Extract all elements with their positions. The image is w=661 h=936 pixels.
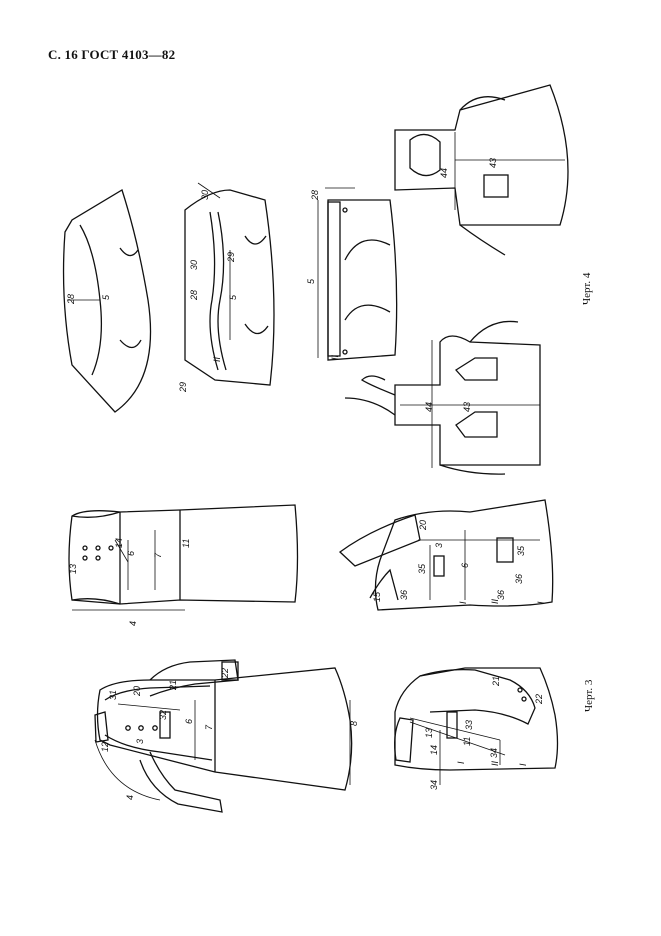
coat-front-dim-21: 21 [168,680,178,691]
band-roman: II [330,354,340,360]
apron-1-dim-44: 44 [439,168,449,178]
dress-back-roman-2: II [490,598,500,604]
yoke-2-dim-30a: 30 [200,190,210,200]
dress-front-dim-14: 14 [114,538,124,548]
apron-1-drawing: 44 43 [394,84,569,256]
dress-back-dim-20: 20 [418,520,428,531]
yoke-2-roman: II [212,356,222,362]
coat-front-dim-32: 32 [158,710,168,720]
apron-2-dim-43: 43 [462,402,472,412]
coat-front-drawing: 31 20 21 22 32 12 3 6 7 8 4 [94,659,359,813]
dress-back-dim-35a: 35 [417,563,427,574]
coat-back-roman-3: I [518,763,528,766]
apron-1-dim-43: 43 [488,158,498,168]
yoke-2-dim-29a: 29 [226,252,236,263]
coat-back-dim-34a: 34 [489,748,499,758]
dress-back-dim-36b: 36 [496,590,506,600]
coat-back-dim-34b: 34 [429,780,439,790]
coat-front-dim-8: 8 [349,721,359,726]
coat-front-dim-3: 3 [135,739,145,744]
dress-back-dim-35b: 35 [516,545,526,556]
dress-back-drawing: 20 3 6 35 35 15 36 36 36 I II I [338,499,554,611]
coat-front-dim-6: 6 [184,719,194,724]
dress-front-dim-4: 4 [128,621,138,626]
dress-back-roman-3: I [536,601,546,604]
caption-fig4: Черт. 4 [581,272,593,305]
apron-2-dim-44: 44 [424,402,434,412]
yoke-2-dim-28: 28 [189,290,199,301]
coat-back-dim-13: 13 [424,728,434,738]
coat-back-roman-2: II [490,760,500,766]
coat-front-dim-12: 12 [100,742,110,752]
dress-back-dim-3: 3 [434,543,444,548]
yoke-1-drawing: 28 5 [62,189,152,413]
dress-front-drawing: 13 14 6 7 11 4 [68,504,299,626]
dress-front-dim-6: 6 [126,551,136,556]
page-header: С. 16 ГОСТ 4103—82 [48,47,176,62]
coat-front-dim-4: 4 [125,795,135,800]
dress-front-dim-13: 13 [68,564,78,574]
yoke-2-dim-29b: 29 [178,382,188,393]
band-dim-5: 5 [306,278,316,284]
coat-back-dim-14: 14 [429,745,439,755]
coat-back-dim-33: 33 [464,720,474,730]
coat-back-dim-11: 11 [462,737,472,746]
dress-front-dim-7: 7 [153,552,163,558]
caption-fig3: Черт. 3 [583,679,595,712]
yoke-1-dim-28: 28 [66,294,76,305]
dress-back-dim-6: 6 [460,563,470,568]
coat-front-dim-20: 20 [132,686,142,697]
dress-back-dim-36c: 36 [514,574,524,584]
dress-back-roman-1: I [458,601,468,604]
dress-back-dim-15: 15 [372,591,382,602]
coat-front-dim-7: 7 [204,724,214,730]
coat-front-dim-31: 31 [108,690,118,700]
coat-back-drawing: 21 22 33 13 11 14 34 34 I II I [394,667,559,790]
yoke-2-drawing: 30 29 30 28 5 29 II [178,182,275,393]
coat-back-roman-1: I [456,761,466,764]
yoke-1-dim-5: 5 [101,294,111,300]
yoke-2-dim-30b: 30 [189,260,199,270]
band-drawing: 28 5 II [306,187,398,361]
coat-back-dim-22: 22 [534,694,544,705]
coat-back-dim-21: 21 [491,676,501,687]
apron-2-drawing: 44 43 [344,320,541,475]
yoke-2-dim-5: 5 [228,294,238,300]
dress-back-dim-36a: 36 [399,590,409,600]
coat-front-dim-22: 22 [220,668,230,679]
band-dim-28: 28 [310,190,320,201]
dress-front-dim-11: 11 [181,539,191,548]
